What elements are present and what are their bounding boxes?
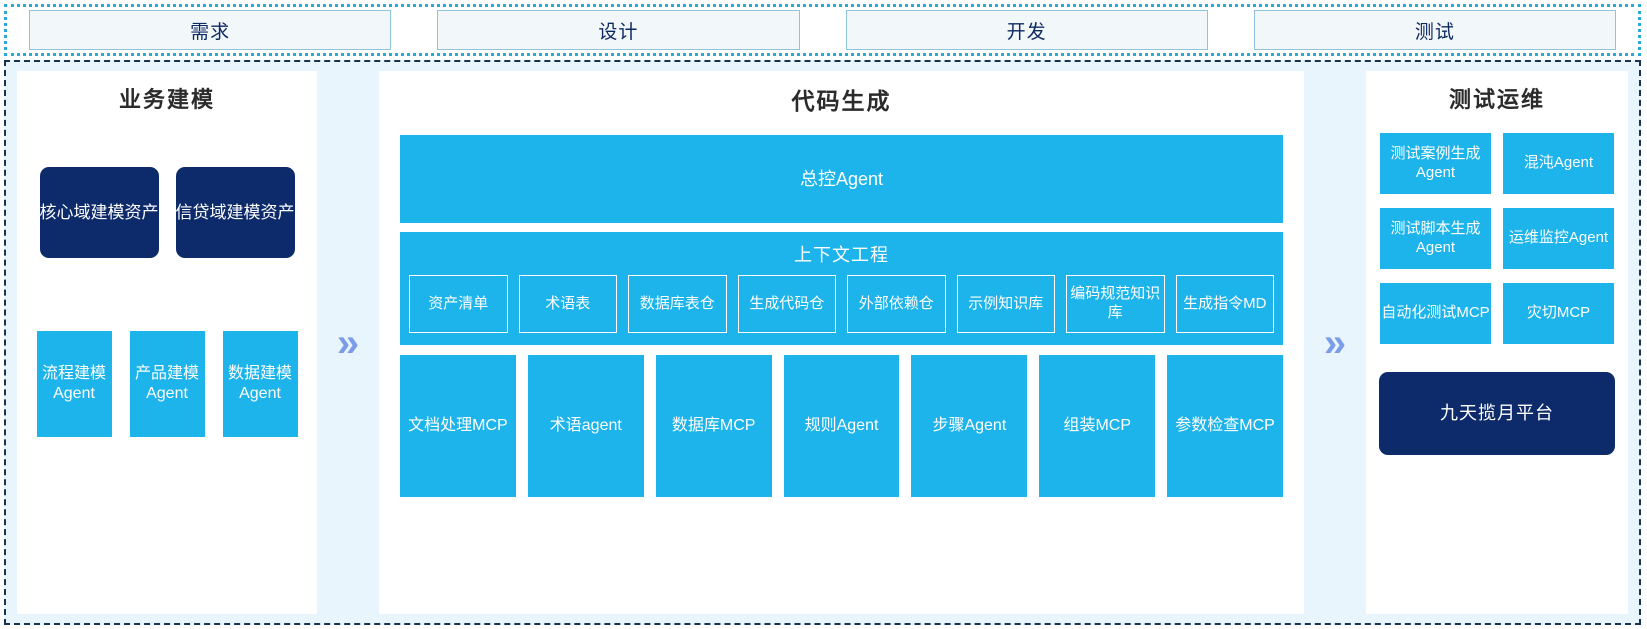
business-agents-group: 流程建模Agent 产品建模Agent 数据建模Agent [36,331,298,437]
panel-title-code-generation: 代码生成 [791,88,892,114]
phase-box-design[interactable]: 设计 [437,10,800,50]
context-item-generated-code-repo[interactable]: 生成代码仓 [737,275,836,333]
asset-label: 信贷域建模资产 [175,202,295,222]
card-automated-test-mcp[interactable]: 自动化测试MCP [1380,283,1491,344]
card-test-script-generation-agent[interactable]: 测试脚本生成Agent [1380,208,1491,269]
card-label: 自动化测试MCP [1381,304,1490,322]
context-item-external-dependency-repo[interactable]: 外部依赖仓 [847,275,946,333]
phase-label: 开发 [1006,21,1047,43]
context-item-label: 示例知识库 [968,294,1044,312]
tool-label: 步骤Agent [932,417,1007,434]
panel-business-modeling: 业务建模 核心域建模资产 信贷域建模资产 流程建模Agent 产品建模Agent… [17,71,317,614]
agent-label: 流程建模Agent [41,365,106,402]
tool-card-document-processing-mcp[interactable]: 文档处理MCP [400,355,516,497]
context-item-label: 资产清单 [428,294,489,312]
context-item-label: 外部依赖仓 [858,294,934,312]
tool-label: 文档处理MCP [408,417,508,434]
tool-card-database-mcp[interactable]: 数据库MCP [655,355,772,497]
tool-label: 数据库MCP [671,417,756,434]
context-item-coding-standard-knowledge-base[interactable]: 编码规范知识库 [1066,275,1165,333]
agent-card-product-modeling[interactable]: 产品建模Agent [129,331,205,437]
context-item-label: 生成代码仓 [749,294,825,312]
panel-title-test-operations: 测试运维 [1448,87,1545,112]
agent-card-process-modeling[interactable]: 流程建模Agent [36,331,112,437]
context-engineering-title: 上下文工程 [794,245,889,265]
business-assets-group: 核心域建模资产 信贷域建模资产 [39,167,295,258]
context-item-asset-inventory[interactable]: 资产清单 [409,275,508,333]
phase-box-development[interactable]: 开发 [845,10,1208,50]
master-control-agent-bar[interactable]: 总控Agent [400,135,1283,223]
asset-card-core-domain[interactable]: 核心域建模资产 [39,167,159,258]
agent-label: 数据建模Agent [227,365,292,402]
card-label: 测试案例生成Agent [1390,144,1481,181]
context-item-label: 生成指令MD [1183,294,1267,312]
context-item-label: 数据库表仓 [639,294,715,312]
code-generation-body: 总控Agent 上下文工程 资产清单 术语表 数据库表仓 [379,135,1304,497]
context-item-generation-instruction-md[interactable]: 生成指令MD [1175,275,1274,333]
context-item-example-knowledge-base[interactable]: 示例知识库 [956,275,1055,333]
main-container: 业务建模 核心域建模资产 信贷域建模资产 流程建模Agent 产品建模Agent… [4,60,1641,625]
platform-card-jiutian-lanyue[interactable]: 九天揽月平台 [1379,372,1615,455]
phase-box-requirements[interactable]: 需求 [29,10,392,50]
context-item-label: 术语表 [545,294,591,312]
chevron-right-icon-1: » [336,320,360,365]
card-chaos-agent[interactable]: 混沌Agent [1503,133,1614,194]
tool-label: 组装MCP [1063,417,1131,434]
panel-code-generation: 代码生成 总控Agent 上下文工程 资产清单 术语表 [379,71,1304,614]
card-label: 灾切MCP [1526,304,1591,322]
context-item-database-table-repo[interactable]: 数据库表仓 [628,275,727,333]
tool-cards-row: 文档处理MCP 术语agent 数据库MCP 规则Agent 步骤Agent [400,355,1284,497]
phase-label: 设计 [598,21,639,43]
phase-box-testing[interactable]: 测试 [1253,10,1616,50]
tool-label: 规则Agent [804,417,879,434]
agent-label: 产品建模Agent [134,365,199,402]
phase-strip: 需求 设计 开发 测试 [4,4,1641,56]
card-disaster-switch-mcp[interactable]: 灾切MCP [1503,283,1614,344]
agent-card-data-modeling[interactable]: 数据建模Agent [222,331,298,437]
panel-test-operations: 测试运维 测试案例生成Agent 混沌Agent 测试脚本生成Agent 运维监… [1366,71,1628,614]
master-agent-label: 总控Agent [799,168,884,189]
card-label: 运维监控Agent [1508,229,1609,247]
context-engineering-items: 资产清单 术语表 数据库表仓 生成代码仓 外部依赖仓 [409,275,1274,333]
test-operations-grid: 测试案例生成Agent 混沌Agent 测试脚本生成Agent 运维监控Agen… [1380,133,1614,344]
asset-card-credit-domain[interactable]: 信贷域建模资产 [175,167,295,258]
tool-card-rule-agent[interactable]: 规则Agent [783,355,900,497]
tool-card-parameter-check-mcp[interactable]: 参数检查MCP [1167,355,1284,497]
tool-label: 参数检查MCP [1175,417,1275,434]
context-item-label: 编码规范知识库 [1070,285,1161,321]
card-operations-monitoring-agent[interactable]: 运维监控Agent [1503,208,1614,269]
card-label: 混沌Agent [1523,154,1594,172]
tool-label: 术语agent [549,417,622,434]
phase-label: 测试 [1414,21,1455,43]
card-label: 测试脚本生成Agent [1390,219,1481,256]
card-test-case-generation-agent[interactable]: 测试案例生成Agent [1380,133,1491,194]
tool-card-step-agent[interactable]: 步骤Agent [911,355,1028,497]
chevron-right-icon-2: » [1323,320,1347,365]
platform-label: 九天揽月平台 [1440,402,1554,423]
asset-label: 核心域建模资产 [39,202,159,222]
tool-card-glossary-agent[interactable]: 术语agent [527,355,644,497]
context-engineering-block: 上下文工程 资产清单 术语表 数据库表仓 生成代码仓 [400,232,1283,345]
phase-label: 需求 [190,21,231,43]
context-item-glossary[interactable]: 术语表 [518,275,617,333]
tool-card-assembly-mcp[interactable]: 组装MCP [1039,355,1156,497]
panel-title-business-modeling: 业务建模 [118,87,215,112]
